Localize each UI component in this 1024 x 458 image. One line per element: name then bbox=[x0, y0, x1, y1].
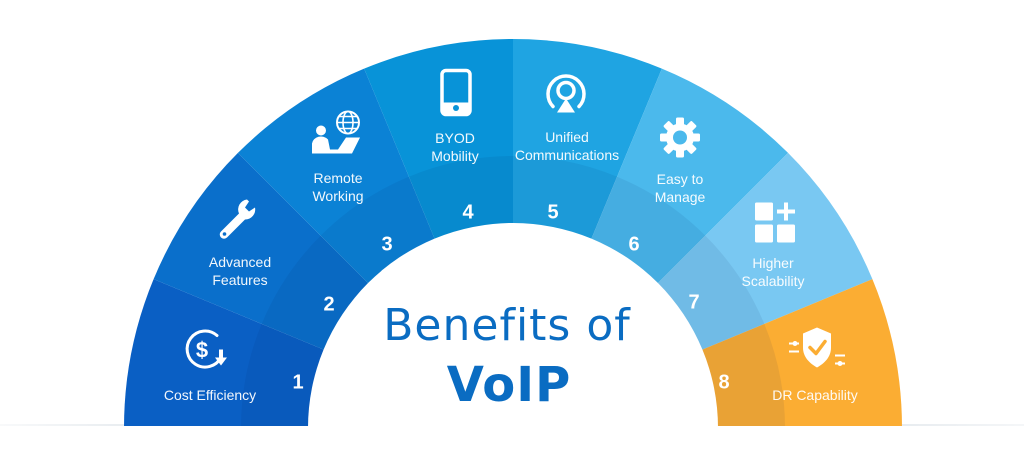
shield-check-icon bbox=[787, 326, 847, 375]
segment-6-number: 6 bbox=[628, 233, 640, 256]
center-circle bbox=[308, 223, 718, 458]
broadcast-icon bbox=[543, 71, 589, 120]
segment-7-number: 7 bbox=[688, 291, 700, 314]
segment-8-label: DR Capability bbox=[772, 387, 858, 403]
smartphone-icon bbox=[440, 68, 472, 122]
segment-3-number: 3 bbox=[381, 233, 393, 256]
segment-4-number: 4 bbox=[462, 201, 474, 224]
gear-icon bbox=[658, 116, 702, 165]
diagram-title-line2: VoIP bbox=[446, 357, 572, 413]
segment-2-number: 2 bbox=[323, 293, 335, 316]
segment-8-number: 8 bbox=[718, 371, 730, 394]
wrench-icon bbox=[217, 198, 257, 245]
dollar-cycle-icon: $ bbox=[183, 328, 235, 377]
segment-1-label: Cost Efficiency bbox=[163, 387, 257, 403]
add-blocks-icon bbox=[754, 202, 796, 249]
segment-5-number: 5 bbox=[547, 201, 559, 224]
diagram-title-line1: Benefits of bbox=[383, 300, 631, 351]
svg-text:$: $ bbox=[196, 338, 208, 363]
segment-1-number: 1 bbox=[292, 371, 304, 394]
remote-worker-globe-icon bbox=[310, 110, 364, 161]
